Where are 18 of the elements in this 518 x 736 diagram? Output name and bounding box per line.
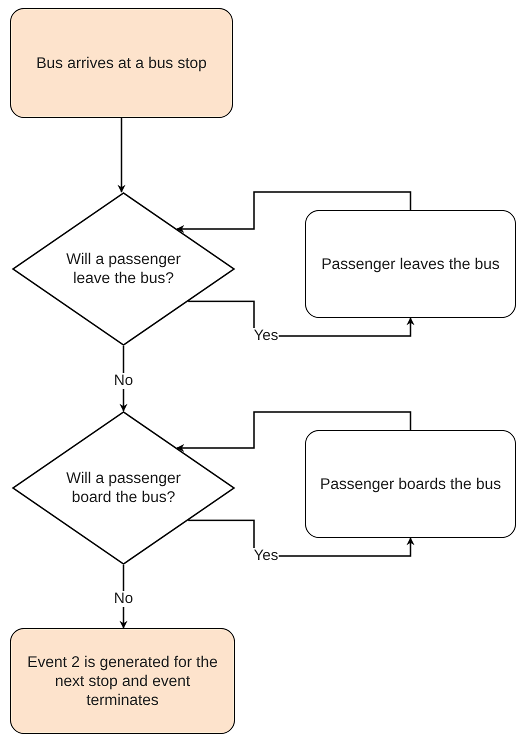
edge-label: No: [112, 372, 134, 388]
terminal-box: [10, 8, 233, 118]
arrow: [120, 565, 128, 629]
arrow: [188, 300, 414, 337]
arrow: [176, 411, 412, 452]
process-box: [305, 210, 516, 318]
arrow: [176, 191, 412, 233]
terminal-box: [10, 628, 235, 734]
decision-text: Will a passenger leave the bus?: [65, 250, 182, 288]
decision-text: Will a passenger board the bus?: [65, 469, 182, 507]
arrow: [118, 118, 126, 193]
edge-label: No: [112, 590, 134, 606]
step-text: Bus arrives at a bus stop: [36, 54, 207, 72]
step-text: Passenger leaves the bus: [321, 254, 500, 274]
step-text: Event 2 is generated for the next stop and event terminates: [26, 652, 219, 710]
step-text: Passenger boards the bus: [320, 474, 501, 494]
process-box: [305, 430, 516, 538]
arrow: [120, 346, 128, 412]
